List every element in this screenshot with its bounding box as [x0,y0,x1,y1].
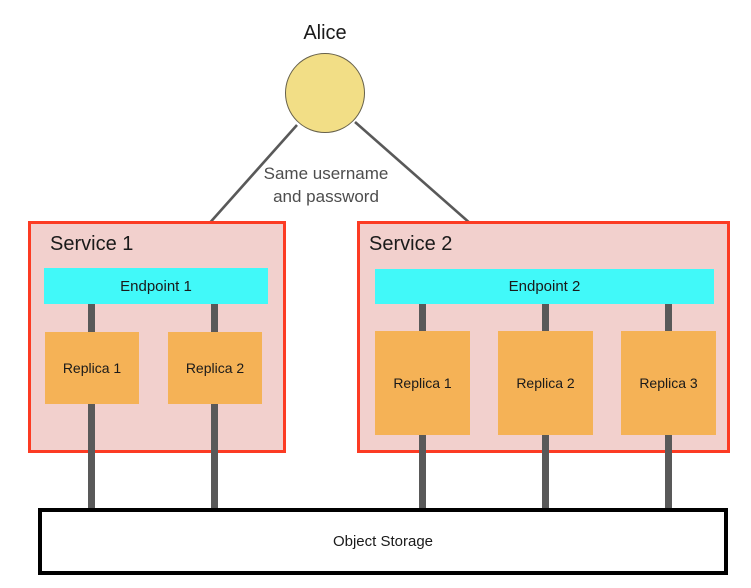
connector-s2-replica2-storage [542,430,549,512]
object-storage-box[interactable]: Object Storage [38,508,728,575]
connector-endpoint1-replica2 [211,300,218,336]
endpoint-bar-2[interactable]: Endpoint 2 [375,269,714,304]
connector-endpoint2-replica3 [665,300,672,334]
replica-box-s1-r2[interactable]: Replica 2 [168,332,262,404]
annotation-line-1: Same username [263,164,389,183]
replica-box-s1-r1[interactable]: Replica 1 [45,332,139,404]
service-title-2: Service 2 [369,233,453,255]
endpoint-label-1: Endpoint 1 [120,277,192,295]
connector-endpoint2-replica2 [542,300,549,334]
connector-s2-replica3-storage [665,430,672,512]
endpoint-label-2: Endpoint 2 [508,278,581,295]
endpoint-bar-1[interactable]: Endpoint 1 [44,268,268,304]
connector-endpoint2-replica1 [419,300,426,334]
replica-label-s1-r2: Replica 2 [185,360,245,376]
connector-s1-replica1-storage [88,398,95,512]
annotation-line-2: and password [273,187,379,206]
annotation-same-credentials: Same username and password [235,162,417,208]
replica-label-s2-r3: Replica 3 [639,375,698,391]
connector-s2-replica1-storage [419,430,426,512]
replica-label-s2-r2: Replica 2 [516,375,575,391]
replica-box-s2-r1[interactable]: Replica 1 [375,331,470,435]
actor-label-alice: Alice [303,22,347,44]
connector-endpoint1-replica1 [88,300,95,336]
replica-label-s2-r1: Replica 1 [393,375,452,391]
service-title-1: Service 1 [50,233,134,255]
replica-box-s2-r2[interactable]: Replica 2 [498,331,593,435]
smiley-face-icon [285,53,365,133]
replica-box-s2-r3[interactable]: Replica 3 [621,331,716,435]
connector-s1-replica2-storage [211,398,218,512]
replica-label-s1-r1: Replica 1 [62,360,122,376]
object-storage-label: Object Storage [332,533,434,550]
